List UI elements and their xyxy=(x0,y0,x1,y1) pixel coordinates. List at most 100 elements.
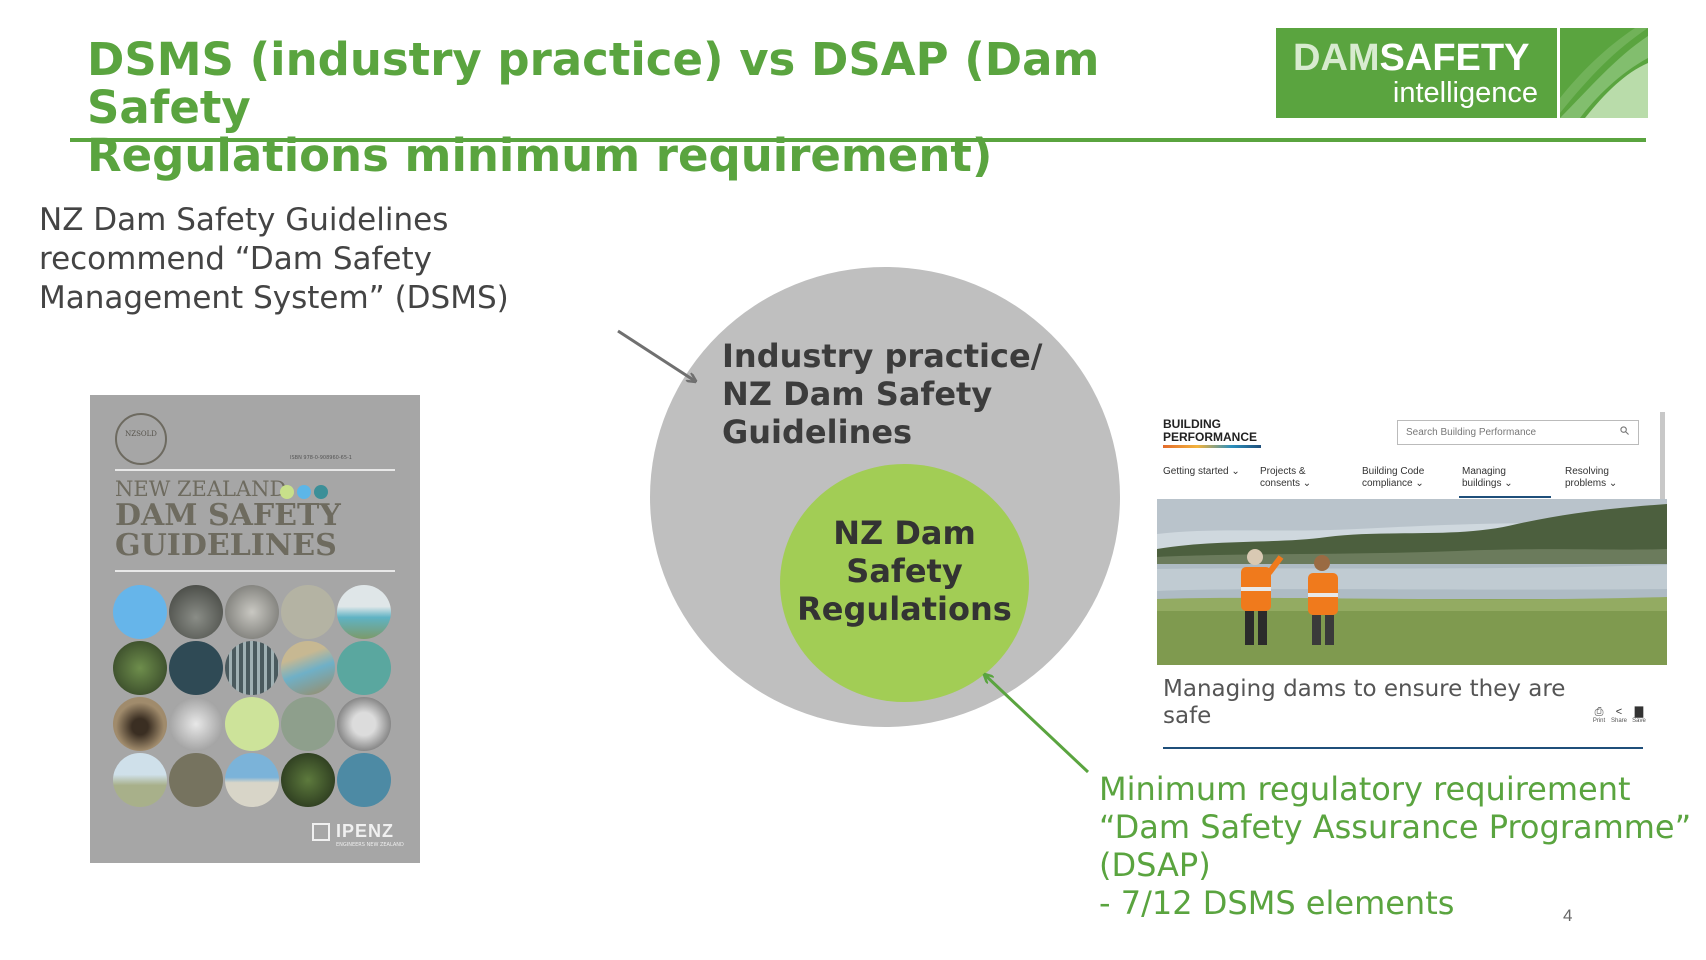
regulations-label: NZ Dam Safety Regulations xyxy=(780,514,1029,628)
book-isbn: ISBN 978-0-908960-65-1 xyxy=(290,455,352,461)
page-heading: Managing dams to ensure they are safe xyxy=(1163,676,1583,730)
nav-label: Building Code xyxy=(1362,466,1425,477)
book-new-zealand: NEW ZEALAND xyxy=(115,477,287,501)
photo-circle xyxy=(337,697,391,751)
dsms-line: recommend “Dam Safety xyxy=(39,241,432,277)
dsap-line: “Dam Safety Assurance Programme” xyxy=(1099,808,1692,846)
heading-line: Managing dams to ensure they are xyxy=(1163,676,1566,702)
dot-icon xyxy=(314,485,328,499)
photo-circle xyxy=(169,641,223,695)
nav-resolving-problems[interactable]: Resolving problems ⌄ xyxy=(1565,466,1617,490)
slide-title: DSMS (industry practice) vs DSAP (Dam Sa… xyxy=(87,36,1257,180)
share-label: Share xyxy=(1610,718,1627,724)
save-icon: ▇ xyxy=(1634,706,1644,718)
photo-circle xyxy=(225,753,279,807)
heading-line: safe xyxy=(1163,703,1212,729)
photo-circle xyxy=(281,641,335,695)
hero-image-dam-inspectors xyxy=(1157,499,1667,665)
nav-label: Projects & xyxy=(1260,466,1306,477)
nav-label: compliance ⌄ xyxy=(1362,478,1424,489)
nav-label: buildings ⌄ xyxy=(1462,478,1513,489)
inner-label-line: Safety xyxy=(846,552,963,590)
dot-icon xyxy=(297,485,311,499)
title-line-1: DSMS (industry practice) vs DSAP (Dam Sa… xyxy=(87,33,1100,134)
outer-label-line: NZ Dam Safety xyxy=(722,375,993,413)
book-title-line: GUIDELINES xyxy=(115,528,337,563)
print-label: Print xyxy=(1592,718,1606,724)
search-icon[interactable] xyxy=(1620,426,1629,435)
nav-label: problems ⌄ xyxy=(1565,478,1618,489)
photo-circle xyxy=(113,585,167,639)
book-divider xyxy=(115,570,395,572)
dsms-line: NZ Dam Safety Guidelines xyxy=(39,202,449,238)
web-logo-line: PERFORMANCE xyxy=(1163,430,1258,444)
share-icon: < xyxy=(1615,706,1623,718)
nav-active-underline xyxy=(1459,496,1551,498)
print-button[interactable]: ⎙ Print xyxy=(1589,706,1609,724)
logo-dam: DAM xyxy=(1293,37,1380,79)
page-number: 4 xyxy=(1563,906,1573,925)
photo-circle xyxy=(337,641,391,695)
regulations-circle xyxy=(780,464,1029,702)
dsap-line: (DSAP) xyxy=(1099,846,1211,884)
book-dots xyxy=(280,484,331,503)
photo-circle xyxy=(113,697,167,751)
photo-circle xyxy=(337,585,391,639)
nav-label: Resolving xyxy=(1565,466,1609,477)
seal-text: NZSOLD xyxy=(125,430,157,438)
nzsold-seal-icon: NZSOLD xyxy=(115,413,167,465)
photo-circle xyxy=(225,585,279,639)
search-placeholder: Search Building Performance xyxy=(1406,427,1537,438)
photo-circle xyxy=(225,697,279,751)
web-logo-line: BUILDING xyxy=(1163,417,1221,431)
nav-label: Getting started ⌄ xyxy=(1163,466,1240,477)
logo-swoosh-icon xyxy=(1560,28,1648,118)
ipenz-mark-icon xyxy=(312,823,330,841)
book-title: DAM SAFETY GUIDELINES xyxy=(115,501,341,561)
inner-label-line: Regulations xyxy=(797,590,1012,628)
scrollbar[interactable] xyxy=(1660,412,1665,522)
book-publisher-sub: ENGINEERS NEW ZEALAND xyxy=(336,842,404,848)
guidelines-book-cover: NZSOLD ISBN 978-0-908960-65-1 NEW ZEALAN… xyxy=(90,395,420,863)
nav-getting-started[interactable]: Getting started ⌄ xyxy=(1163,466,1240,478)
save-label: Save xyxy=(1632,718,1646,724)
photo-circle xyxy=(225,641,279,695)
logo-box: DAMSAFETY intelligence xyxy=(1276,28,1557,118)
photo-circle xyxy=(113,641,167,695)
share-button[interactable]: < Share xyxy=(1609,706,1629,724)
arrow-to-industry-practice xyxy=(617,329,695,381)
inner-label-line: NZ Dam xyxy=(833,514,976,552)
outer-label-line: Guidelines xyxy=(722,413,913,451)
logo-safety: SAFETY xyxy=(1379,37,1530,79)
logo-intelligence: intelligence xyxy=(1392,77,1538,109)
building-performance-website: BUILDING PERFORMANCE Search Building Per… xyxy=(1157,412,1667,758)
logo-color-bar xyxy=(1163,445,1261,448)
nav-label: consents ⌄ xyxy=(1260,478,1312,489)
nav-projects-consents[interactable]: Projects & consents ⌄ xyxy=(1260,466,1311,490)
photo-circle xyxy=(113,753,167,807)
search-input[interactable]: Search Building Performance xyxy=(1397,420,1639,445)
save-button[interactable]: ▇ Save xyxy=(1629,706,1649,724)
dsms-line: Management System” (DSMS) xyxy=(39,280,509,316)
photo-circle xyxy=(281,753,335,807)
outer-label-line: Industry practice/ xyxy=(722,337,1043,375)
book-title-line: DAM SAFETY xyxy=(115,498,341,533)
nav-building-code-compliance[interactable]: Building Code compliance ⌄ xyxy=(1362,466,1424,490)
dsap-line: - 7/12 DSMS elements xyxy=(1099,884,1455,922)
photo-circle xyxy=(169,585,223,639)
title-divider xyxy=(70,138,1646,142)
damsafety-intelligence-logo: DAMSAFETY intelligence xyxy=(1276,28,1648,118)
photo-circle xyxy=(169,697,223,751)
dsap-line: Minimum regulatory requirement xyxy=(1099,770,1631,808)
dsap-description: Minimum regulatory requirement “Dam Safe… xyxy=(1099,770,1699,922)
photo-circle xyxy=(281,585,335,639)
title-line-2: Regulations minimum requirement) xyxy=(87,129,993,182)
dsms-description: NZ Dam Safety Guidelines recommend “Dam … xyxy=(39,201,599,318)
book-divider xyxy=(115,469,395,471)
book-publisher: IPENZ xyxy=(336,821,395,841)
photo-circle xyxy=(281,697,335,751)
photo-circle xyxy=(337,753,391,807)
nav-managing-buildings[interactable]: Managing buildings ⌄ xyxy=(1462,466,1513,490)
building-performance-logo[interactable]: BUILDING PERFORMANCE xyxy=(1163,418,1257,444)
nav-label: Managing xyxy=(1462,466,1506,477)
